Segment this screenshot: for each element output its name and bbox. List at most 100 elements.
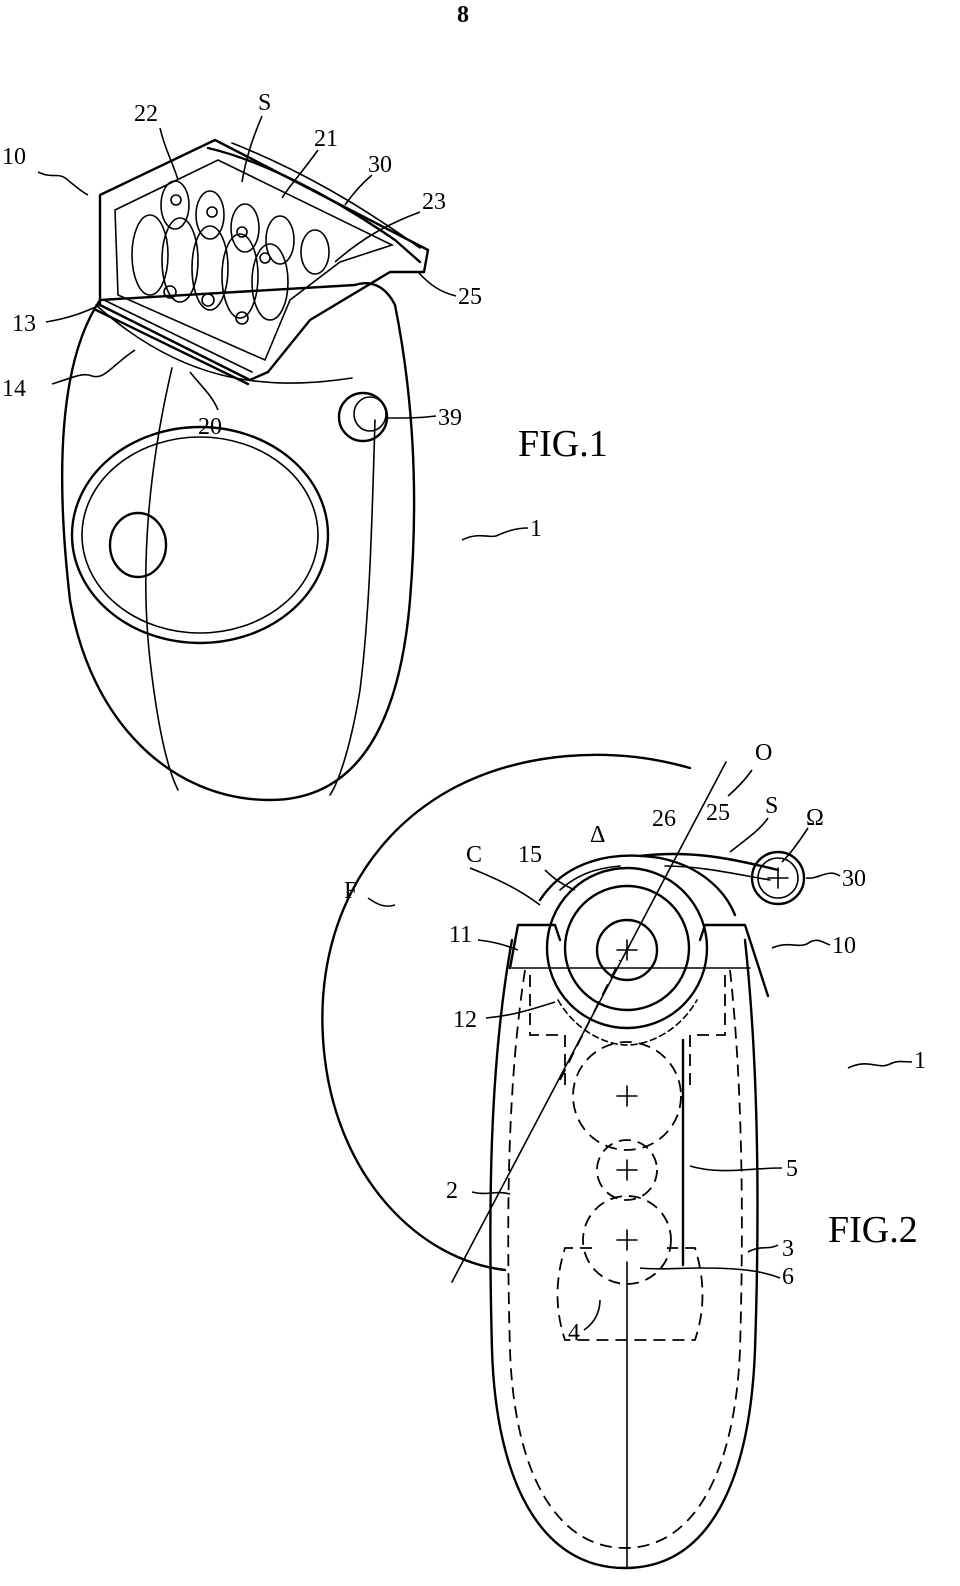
fig2-gear-3 [582, 1195, 672, 1285]
fig1-epilator-body [61, 282, 416, 802]
fig2-label-10: 10 [832, 933, 856, 959]
fig2-roller-hub [595, 918, 659, 982]
fig2-label-Omega: Ω [806, 805, 824, 831]
fig2-bracket-top [529, 975, 726, 1085]
fig1-leader-S [241, 115, 263, 183]
fig1-leader-39 [387, 415, 437, 419]
fig2-label-3: 3 [782, 1236, 794, 1262]
fig2-leader-O [727, 769, 753, 797]
fig2-gear-crosses [616, 1085, 638, 1251]
fig1-button-39 [337, 391, 389, 443]
fig2-comb-30 [750, 850, 806, 906]
fig1-leader-23 [334, 211, 421, 263]
fig2-label-30: 30 [842, 866, 866, 892]
fig2-label-4: 4 [568, 1320, 580, 1346]
fig1-leader-20 [189, 371, 219, 411]
fig1-comb-cap [206, 146, 422, 264]
fig2-label-O: O [755, 740, 772, 766]
fig2-leader-1 [847, 1060, 913, 1069]
page-number: 8 [457, 2, 469, 28]
fig2-label-5: 5 [786, 1156, 798, 1182]
fig2-leader-6 [639, 1267, 781, 1279]
fig2-leader-3 [747, 1244, 779, 1253]
fig2-roller-outer [545, 866, 709, 1030]
fig2-labels: O S Ω 26 25 Δ C 15 30 F 11 10 12 1 2 5 3… [344, 740, 926, 1346]
fig1-label-25: 25 [458, 284, 482, 310]
fig1-button-39-face [353, 396, 387, 432]
fig1-body-top-edge [95, 304, 353, 384]
fig1-label-23: 23 [422, 189, 446, 215]
fig2-swing-arc-F [321, 753, 692, 1272]
fig2-leader-12 [485, 1001, 556, 1019]
fig1-labels: 10 22 S 21 30 23 25 13 14 20 39 1 FIG.1 [2, 90, 608, 542]
fig2-label-11: 11 [449, 922, 472, 948]
fig1-label-13: 13 [12, 311, 36, 337]
fig2-leader-F [367, 897, 396, 907]
fig1-body-seam-right [329, 419, 376, 796]
fig1-side-bar [94, 308, 250, 386]
fig1-label-39: 39 [438, 405, 462, 431]
fig2-label-15: 15 [518, 842, 542, 868]
fig2-head-frame [508, 923, 562, 970]
fig2-leader-2 [471, 1191, 511, 1195]
fig2-label-C: C [466, 842, 482, 868]
fig2-leader-4 [583, 1299, 601, 1331]
fig1-leader-21 [281, 149, 319, 199]
fig1-leader-25 [417, 271, 457, 297]
fig1-leader-30 [344, 174, 373, 206]
fig2-arm-25 [638, 852, 780, 872]
fig1-label-S: S [258, 90, 271, 116]
fig1-label-22: 22 [134, 101, 158, 127]
fig1-label-14: 14 [2, 376, 26, 402]
fig2-label-12: 12 [453, 1007, 477, 1033]
fig2-leader-Omega [781, 827, 809, 863]
fig1-label-21: 21 [314, 126, 338, 152]
fig1-title: FIG.1 [518, 423, 608, 465]
fig1-body-seam-left [144, 367, 179, 791]
fig1-comb-cap-edge [231, 142, 421, 249]
fig1-button-ring-outer [70, 425, 330, 645]
fig1-label-30: 30 [368, 152, 392, 178]
fig1-label-20: 20 [198, 414, 222, 440]
fig2-leader-15 [544, 869, 576, 891]
fig2-title: FIG.2 [828, 1209, 918, 1251]
fig2-head-frame-right [698, 923, 770, 998]
fig2-arm-26 [664, 865, 771, 881]
fig2-cap-C [538, 854, 737, 917]
fig1-label-10: 10 [2, 144, 26, 170]
fig2-label-1: 1 [914, 1048, 926, 1074]
fig1-head-frame-inner [114, 159, 395, 362]
fig2-label-25: 25 [706, 800, 730, 826]
fig1-leader-13 [45, 304, 101, 323]
fig1-leader-14 [51, 349, 136, 385]
fig2-leader-10 [771, 939, 831, 949]
fig1-label-1: 1 [530, 516, 542, 542]
fig2-label-Delta: Δ [590, 822, 605, 848]
fig1-button-ring-inner [81, 436, 319, 634]
fig2-leader-30 [805, 872, 841, 879]
fig2-leader-5 [689, 1165, 783, 1172]
fig2-label-2: 2 [446, 1178, 458, 1204]
fig2-housing-inner [507, 969, 743, 1549]
fig2-gear-1 [572, 1041, 682, 1151]
fig2-label-F: F [344, 878, 357, 904]
fig2-roller-ring [563, 884, 691, 1012]
fig1-side-bar-inner [103, 299, 253, 373]
fig2-comb-centre [767, 867, 789, 889]
fig2-leader-C [469, 867, 541, 906]
fig1-switch-knob [108, 511, 168, 579]
fig2-drawing [321, 753, 913, 1570]
fig2-leader-11 [477, 939, 519, 951]
fig2-leader-S [729, 817, 769, 853]
fig1-tweezer-cylinder [131, 180, 330, 325]
fig1-drawing [37, 115, 529, 802]
fig2-label-26: 26 [652, 806, 676, 832]
fig2-label-S: S [765, 793, 778, 819]
fig2-gear-12 [557, 999, 698, 1046]
fig2-housing-outer [489, 938, 759, 1570]
fig1-leader-1 [461, 527, 529, 541]
fig1-leader-22 [159, 127, 179, 181]
fig2-gear-2 [596, 1139, 658, 1201]
